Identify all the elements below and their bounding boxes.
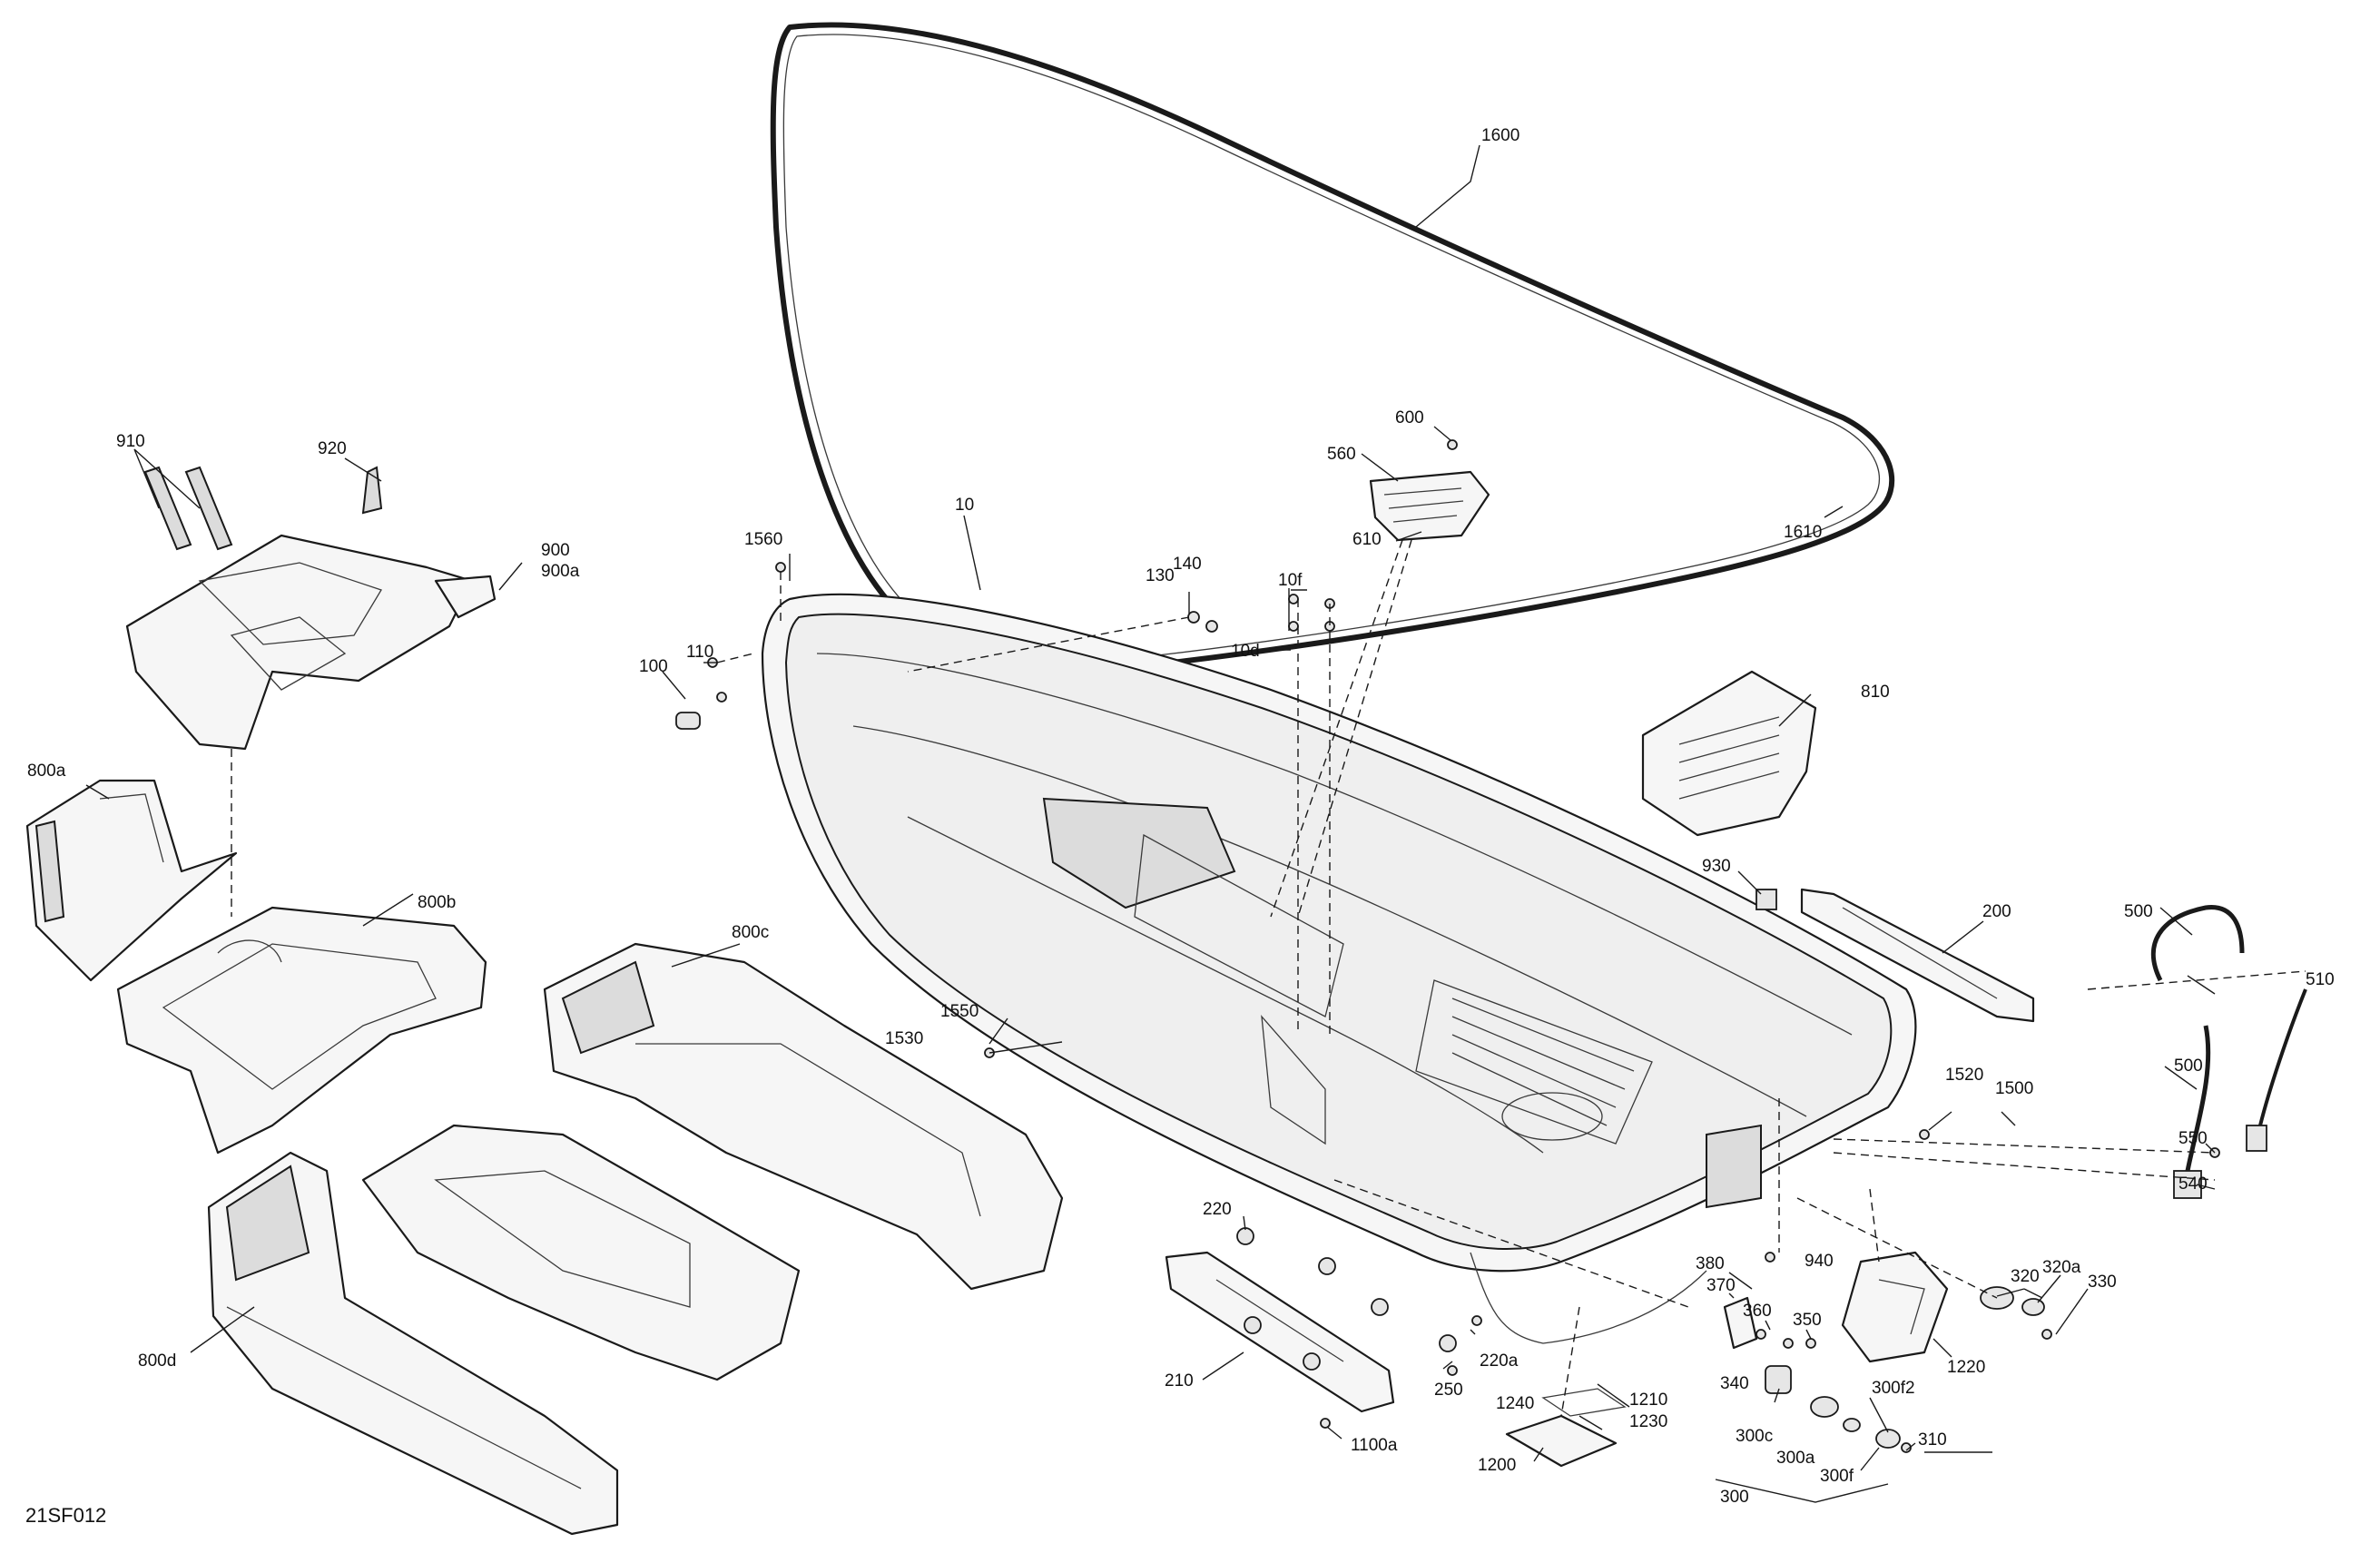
storage-tray-900 [125,466,497,751]
callout-220: 220 [1203,1200,1232,1219]
callout-210: 210 [1165,1371,1194,1391]
callout-800c: 800c [732,923,769,942]
callout-910: 910 [116,432,145,451]
callout-100: 100 [639,657,668,676]
callout-370: 370 [1706,1276,1736,1295]
callout-810: 810 [1861,683,1890,702]
callout-1610: 1610 [1784,523,1822,542]
callout-1600: 1600 [1481,126,1519,145]
callout-1550: 1550 [940,1002,979,1021]
side-plate-210 [1165,1251,1395,1413]
plate-1200 [1505,1388,1627,1468]
callout-10f: 10f [1278,571,1303,590]
callout-550: 550 [2178,1129,2208,1148]
foam-tray-lower [361,1124,801,1381]
callout-1240: 1240 [1496,1394,1534,1413]
callout-930: 930 [1702,857,1731,876]
callout-1100a: 1100a [1351,1436,1398,1455]
callout-340: 340 [1720,1374,1749,1393]
boarding-handle-500 [2150,905,2307,1199]
callout-10d: 10d [1231,642,1260,661]
callout-1210: 1210 [1629,1391,1667,1410]
callout-800a: 800a [27,762,66,781]
callout-110: 110 [686,643,713,662]
callout-800d: 800d [138,1351,176,1371]
callout-510: 510 [2306,970,2335,989]
hull-body-10 [761,593,1917,1344]
callout-560: 560 [1327,445,1356,464]
callout-300c: 300c [1736,1427,1773,1446]
callout-320: 320 [2011,1267,2040,1286]
bracket-1220 [1841,1251,1949,1363]
callout-130: 130 [1146,566,1175,585]
callout-310: 310 [1918,1430,1947,1450]
callout-320a: 320a [2042,1258,2081,1277]
callout-900a: 900a [541,562,580,581]
callout-1520: 1520 [1945,1066,1983,1085]
callout-1200: 1200 [1478,1456,1516,1475]
callout-220a: 220a [1480,1351,1519,1371]
callout-1230: 1230 [1629,1412,1667,1431]
hardware-fasteners [675,562,2220,1453]
callout-500-top: 500 [2124,902,2153,921]
callout-10: 10 [955,496,974,515]
callout-300a: 300a [1776,1449,1815,1468]
callout-500-lower: 500 [2174,1057,2203,1076]
callout-300: 300 [1720,1488,1749,1507]
seal-gasket-1600 [770,22,1895,676]
callout-300f: 300f [1820,1467,1854,1486]
foam-block-800a [25,779,238,982]
callout-900: 900 [541,541,570,560]
callout-1500: 1500 [1995,1079,2033,1098]
callout-920: 920 [318,439,347,458]
callout-1220: 1220 [1947,1358,1985,1377]
callout-330: 330 [2088,1273,2117,1292]
callout-200: 200 [1982,902,2011,921]
callout-300f2: 300f2 [1872,1379,1915,1398]
leader-lines [85,144,2216,1503]
callout-250: 250 [1434,1381,1463,1400]
assembly-lines [231,539,2306,1417]
callout-940: 940 [1805,1252,1834,1271]
callout-140: 140 [1173,555,1202,574]
callout-600: 600 [1395,408,1424,428]
foam-block-810 [1641,670,1817,837]
callout-360: 360 [1743,1302,1772,1321]
vent-box-560 [1369,439,1490,542]
callout-800b: 800b [418,893,456,912]
foam-block-800c [543,942,1064,1291]
drain-assembly-300 [1723,1286,2045,1449]
rear-strip-200 [1800,888,2035,1023]
callout-380: 380 [1696,1254,1725,1273]
callout-610: 610 [1352,530,1382,549]
callout-1560: 1560 [744,530,782,549]
foam-block-800b [116,906,487,1155]
foam-block-800d [207,1151,619,1536]
drawing-code: 21SF012 [25,1504,106,1527]
callout-1530: 1530 [885,1029,923,1048]
callout-350: 350 [1793,1311,1822,1330]
callout-labels: 1600 1610 600 560 610 10 10f 10d 130 140… [27,126,2335,1507]
callout-540: 540 [2178,1174,2208,1194]
